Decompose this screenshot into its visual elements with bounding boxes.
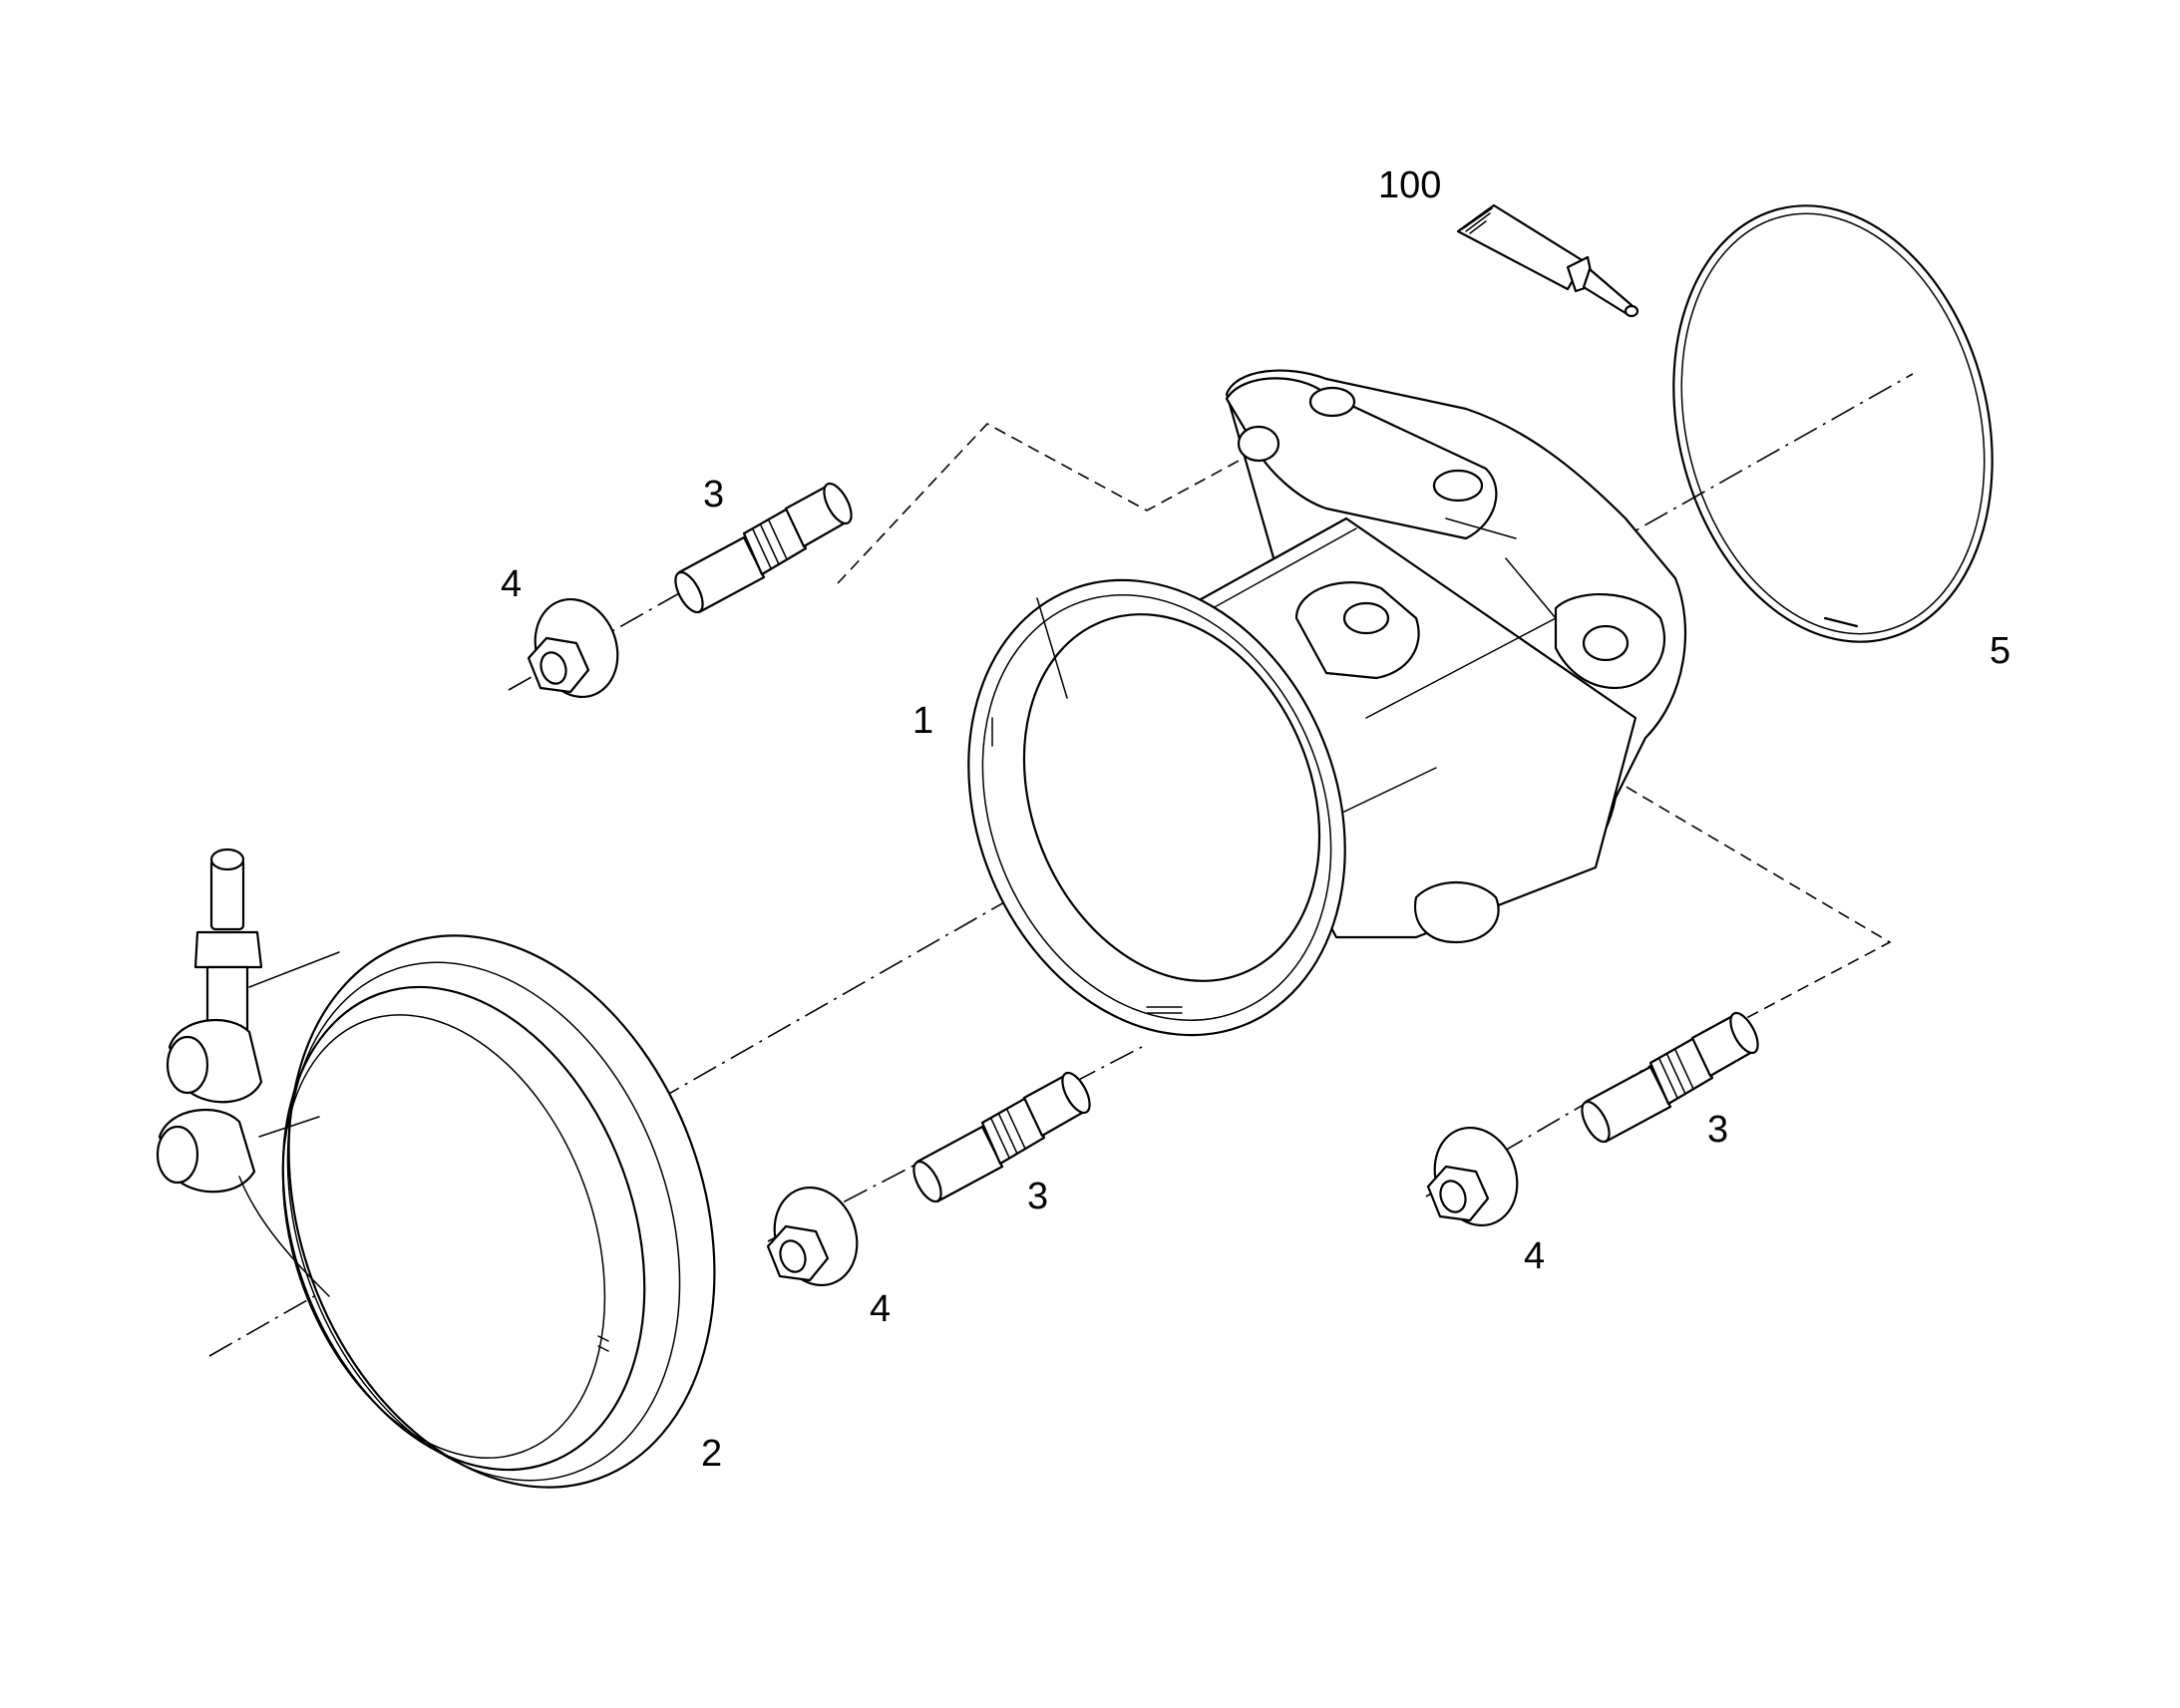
callout-stud-mid: 3 bbox=[1027, 1176, 1048, 1217]
callout-clamp: 2 bbox=[701, 1433, 722, 1475]
stud-right bbox=[1581, 1011, 1759, 1144]
nut-right bbox=[1426, 1126, 1519, 1227]
callout-nut-mid: 4 bbox=[870, 1288, 891, 1330]
stud-mid bbox=[912, 1071, 1091, 1203]
housing bbox=[967, 369, 1687, 1037]
callout-housing: 1 bbox=[912, 700, 933, 742]
callout-nut-right: 4 bbox=[1524, 1235, 1545, 1277]
callout-nut-top: 4 bbox=[501, 563, 522, 605]
stud-top bbox=[674, 482, 853, 614]
callout-sealant-tube: 100 bbox=[1378, 165, 1441, 206]
nut-top bbox=[527, 597, 619, 699]
callout-labels: 1 2 3 3 3 4 4 4 5 100 bbox=[501, 165, 2010, 1475]
nut-mid bbox=[766, 1186, 859, 1287]
callout-seal-ring: 5 bbox=[1990, 630, 2010, 672]
callout-stud-right: 3 bbox=[1707, 1109, 1728, 1151]
sealant-tube bbox=[1456, 203, 1639, 318]
seal-ring bbox=[1672, 204, 1994, 643]
v-band-clamp bbox=[156, 848, 716, 1489]
callout-stud-top: 3 bbox=[703, 474, 724, 515]
